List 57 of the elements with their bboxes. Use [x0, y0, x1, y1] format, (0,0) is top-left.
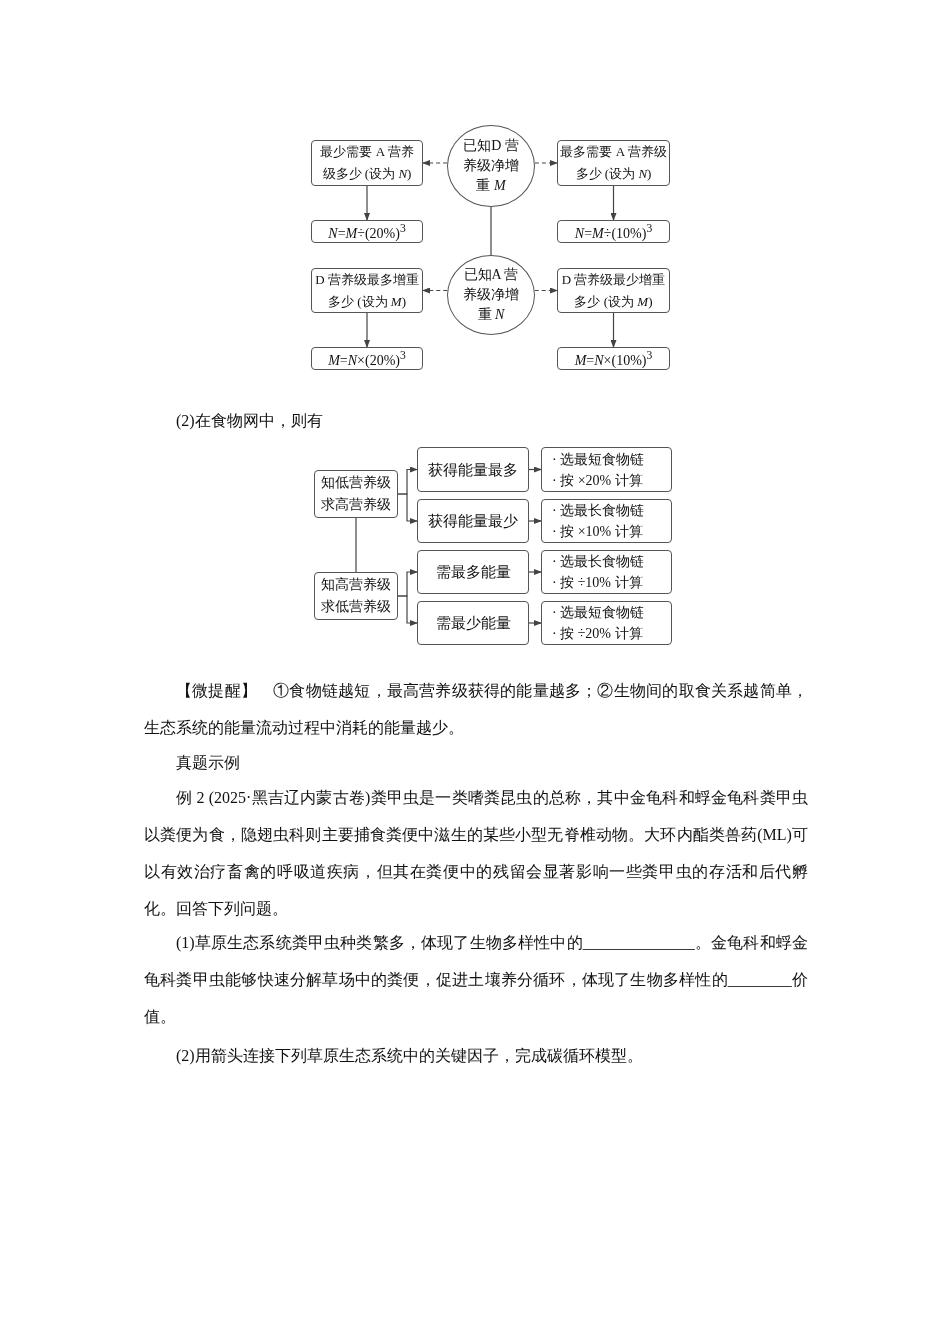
arrow: [397, 493, 418, 524]
node-text: · 选最长食物链: [552, 553, 645, 571]
question-paragraph: (1)草原生态系统粪甲虫种类繁多，体现了生物多样性中的______________。金龟科和蜉金龟科粪甲虫能够快速分解草场中的粪便，促进土壤养分循环，体现了生物多样性的________价值。: [144, 933, 808, 1027]
tip-paragraph: 【微提醒】 ①食物链越短，最高营养级获得的能量越多；②生物间的取食关系越简单，生态系统的能量流动过程中消耗的能量越少。: [144, 681, 808, 738]
node-text: 知高营养级求低营养级: [320, 576, 392, 616]
node-text: · 按 ×20% 计算: [552, 471, 643, 490]
question-paragraph: (2)用箭头连接下列草原生态系统中的关键因子，完成碳循环模型。: [175, 1046, 644, 1067]
section-heading: 真题示例: [175, 753, 241, 773]
formula-box: [557, 220, 670, 243]
node-text: 需最多能量: [435, 563, 511, 582]
question-paragraph: 例 2 (2025·黑吉辽内蒙古卷)粪甲虫是一类嗜粪昆虫的总称，其中金龟科和蜉金龟科粪甲虫以粪便为食，隐翅虫科则主要捕食粪便中滋生的某些小型无脊椎动物。大环内酯类兽药(ML)可以有效治疗畜禽的呼吸道疾病，但其在粪便中的残留会显著影响一些粪甲虫的存活和后代孵化。回答下列问题。: [144, 788, 808, 919]
formula-box: [311, 220, 423, 243]
arrow: [528, 569, 542, 575]
arrow: [528, 620, 542, 626]
process-box: [417, 499, 529, 543]
arrow: [364, 312, 370, 348]
formula-box: [311, 347, 423, 370]
paragraph: (2)在食物网中，则有: [175, 411, 324, 432]
arrow: [422, 160, 448, 166]
node-text: N=M÷(10%)$^{3}$: [574, 221, 653, 243]
process-box: [417, 550, 529, 594]
node-text: · 按 ÷20% 计算: [552, 625, 643, 643]
node-text: · 按 ×10% 计算: [552, 523, 643, 541]
node-text: M=N×(10%)$^{3}$: [574, 348, 653, 370]
arrow: [534, 160, 558, 166]
arrow: [528, 466, 542, 473]
node-text: N=M÷(20%)$^{3}$: [328, 221, 406, 243]
process-box: [314, 572, 398, 620]
arrow: [364, 185, 370, 221]
arrow: [534, 287, 558, 294]
node-text: 已知D 营养级净增重 M: [462, 137, 520, 195]
node-text: 最多需要 A 营养级多少 (设为 N): [560, 143, 667, 183]
node-text: · 选最长食物链: [552, 502, 645, 520]
node-text: M=N×(20%)$^{3}$: [328, 348, 406, 370]
formula-box: [557, 347, 670, 370]
node-text: · 选最短食物链: [552, 604, 645, 622]
process-box: [314, 470, 398, 518]
node-text: D 营养级最多增重多少 (设为 M): [314, 270, 420, 311]
connector-line: [490, 206, 492, 256]
node-text: 需最少能量: [435, 614, 511, 633]
process-box: [417, 601, 529, 645]
arrow: [528, 518, 542, 524]
node-text: 已知A 营养级净增重 N: [462, 266, 520, 324]
process-box: [417, 447, 529, 492]
arrow: [422, 287, 448, 294]
connector-line: [355, 517, 357, 573]
node-text: 知低营养级求高营养级: [320, 474, 392, 514]
arrow: [610, 185, 617, 221]
arrow: [397, 595, 418, 626]
process-box: [311, 140, 423, 186]
node-text: 最少需要 A 营养级多少 (设为 N): [319, 143, 415, 183]
node-text: · 按 ÷10% 计算: [552, 574, 643, 592]
node-text: 获得能量最多: [428, 460, 518, 480]
node-text: D 营养级最少增重多少 (设为 M): [560, 270, 667, 311]
node-text: · 选最短食物链: [552, 450, 645, 469]
node-text: 获得能量最少: [428, 512, 518, 531]
arrow: [610, 312, 617, 348]
